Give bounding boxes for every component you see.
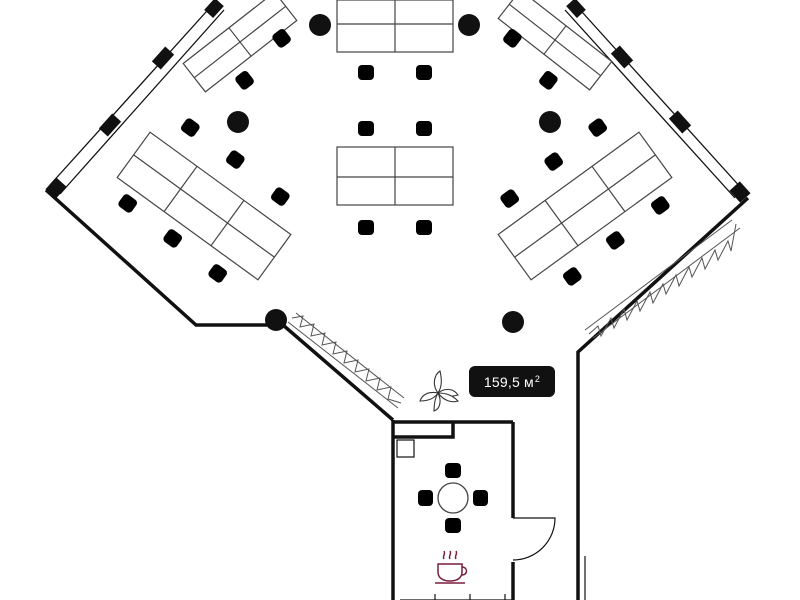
desk-cluster-top-left (182, 0, 298, 93)
plant-icon (419, 370, 460, 412)
coffee-cup-icon (435, 550, 468, 584)
desk-cluster-center (336, 118, 454, 238)
round-table (415, 460, 491, 536)
kitchen-room (393, 420, 586, 600)
window-glazing (49, 1, 744, 199)
cable-tray-left (287, 312, 405, 409)
desk-cluster-left (116, 116, 292, 285)
walls (44, 188, 750, 600)
desk-cluster-right (497, 116, 673, 288)
wall-piers (45, 0, 751, 203)
area-value: 159,5 м (483, 373, 534, 390)
columns (227, 14, 561, 333)
area-unit-power: 2 (534, 373, 541, 384)
cable-tray-right (584, 219, 741, 339)
desk-cluster-top (336, 0, 454, 83)
desk-cluster-top-right (497, 0, 613, 93)
